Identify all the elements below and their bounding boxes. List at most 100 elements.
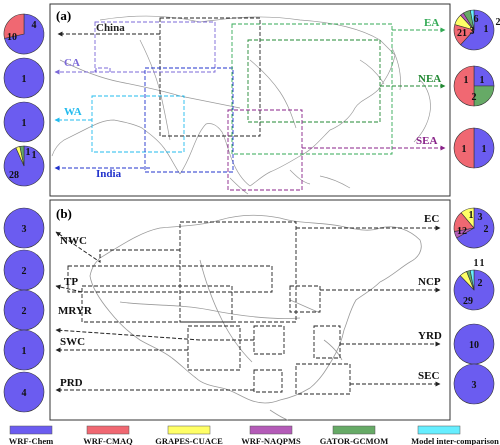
legend-label-inter-comparison: Model inter-comparison [411, 436, 499, 445]
pie-ec-label-0: 12 [457, 226, 467, 237]
arrow-ca [54, 67, 111, 75]
pie-wa-label-0: 1 [22, 118, 27, 129]
legend-label-wrf-naqpms: WRF-NAQPMS [241, 436, 301, 445]
pie-prd: 4 [3, 371, 45, 413]
pie-ncp-label-1: 2 [478, 278, 483, 289]
region-label-wa: WA [64, 106, 82, 118]
pie-ca-label-0: 1 [22, 74, 27, 85]
pie-sec-slice-wrf-chem [453, 363, 495, 405]
pie-india-label-0: 28 [9, 170, 19, 181]
pie-swc-slice-wrf-chem [3, 329, 45, 371]
region-box-tp [81, 285, 233, 323]
legend-item-wrf-naqpms: WRF-NAQPMS [241, 425, 301, 445]
region-box-sea [227, 109, 303, 191]
region-label-yrd: YRD [418, 330, 442, 342]
region-box-nwc [67, 265, 273, 293]
pie-ec-label-2: 3 [478, 212, 483, 223]
legend-swatch-wrf-naqpms [249, 425, 293, 435]
pie-nwc: 3 [3, 207, 45, 249]
pie-china-slice-wrf-cmaq [3, 13, 25, 39]
pie-nwc-label-0: 3 [22, 224, 27, 235]
arrow-nwc [55, 231, 180, 263]
pie-ec-label-3: 2 [484, 224, 489, 235]
pie-ea-label-0: 21 [457, 28, 467, 39]
pie-india-label-2: 1 [32, 150, 37, 161]
legend-label-grapes-cuace: GRAPES-CUACE [155, 436, 223, 445]
legend: WRF-Chem WRF-CMAQ GRAPES-CUACE WRF-NAQPM… [9, 425, 499, 445]
pie-china-label-1: 4 [32, 20, 37, 31]
region-box-china-a [159, 17, 261, 137]
pie-nea-slice-gator-gcmom [473, 85, 495, 107]
region-box-ec [179, 221, 297, 323]
region-label-prd: PRD [60, 377, 83, 389]
arrow-tp [55, 284, 83, 293]
panel-a-label: (a) [56, 8, 71, 23]
legend-item-gator-gcmom: GATOR-GCMOM [320, 425, 388, 445]
region-label-tp: TP [64, 276, 78, 288]
legend-swatch-inter-comparison [417, 425, 461, 435]
pie-wa-slice-wrf-chem [3, 101, 45, 143]
region-label-ca: CA [64, 57, 80, 69]
legend-swatch-wrf-cmaq [86, 425, 130, 435]
pie-prd-slice-wrf-chem [3, 371, 45, 413]
pie-ea-slice-inter-comparison [469, 9, 475, 31]
region-label-nwc: NWC [60, 235, 87, 247]
arrow-mryr [55, 327, 254, 341]
pie-sec: 3 [453, 363, 495, 405]
panel-a-frame [49, 3, 451, 197]
pie-ea-label-1: 6 [474, 14, 479, 25]
legend-item-inter-comparison: Model inter-comparison [411, 425, 499, 445]
pie-china: 104 [3, 13, 45, 55]
pie-ncp-label-2: 1 [474, 258, 479, 269]
pie-charts: 104112811216312111211322141213229211103 [3, 9, 500, 413]
pie-ea-label-4: 2 [496, 17, 500, 28]
pie-ea-slice-wrf-chem [460, 9, 495, 51]
pie-ca-slice-wrf-chem [3, 57, 45, 99]
region-label-china: China [96, 22, 125, 34]
region-label-nea: NEA [418, 73, 441, 85]
panel-b-frame [49, 199, 451, 421]
pie-india-label-1: 1 [26, 147, 31, 158]
region-box-prd [253, 369, 283, 393]
pie-ea-label-2: 3 [470, 26, 475, 37]
region-box-ncp [289, 285, 321, 313]
region-label-sea: SEA [416, 135, 437, 147]
panel-a-map [51, 15, 431, 195]
region-label-ncp: NCP [418, 276, 441, 288]
region-label-mryr: MRYR [58, 305, 93, 317]
panel-a: (a) Chin [49, 3, 451, 197]
region-box-india [144, 67, 234, 173]
region-box-yrd [313, 325, 341, 359]
pie-mryr-label-0: 2 [22, 306, 27, 317]
legend-swatch-grapes-cuace [167, 425, 211, 435]
pie-sea-label-1: 1 [482, 144, 487, 155]
legend-label-wrf-cmaq: WRF-CMAQ [83, 436, 133, 445]
pie-nea-label-2: 2 [472, 92, 477, 103]
region-label-ea: EA [424, 17, 439, 29]
region-box-nea [247, 39, 381, 123]
pie-nea-label-0: 1 [464, 75, 469, 86]
region-label-sec: SEC [418, 370, 439, 382]
region-label-swc: SWC [60, 336, 85, 348]
pie-yrd: 10 [453, 323, 495, 365]
region-box-ea [231, 23, 393, 155]
panel-b-map [89, 214, 422, 421]
legend-item-wrf-cmaq: WRF-CMAQ [83, 425, 133, 445]
region-label-india: India [96, 168, 122, 180]
pie-nea-slice-wrf-chem [473, 65, 495, 87]
pie-wa: 1 [3, 101, 45, 143]
legend-swatch-gator-gcmom [332, 425, 376, 435]
pie-sea-slice-wrf-cmaq [453, 127, 475, 169]
panel-b-label: (b) [56, 206, 72, 221]
pie-ca: 1 [3, 57, 45, 99]
pie-nea-slice-wrf-cmaq [453, 65, 475, 107]
region-box-ca [94, 21, 216, 73]
pie-ncp-label-0: 29 [463, 296, 473, 307]
pie-ec-label-1: 1 [469, 210, 474, 221]
